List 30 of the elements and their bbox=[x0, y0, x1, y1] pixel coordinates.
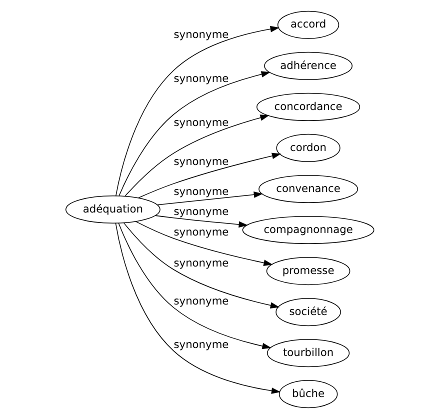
edge-label: synonyme bbox=[173, 256, 228, 270]
arrow bbox=[114, 222, 280, 394]
node-ellipse: adéquation bbox=[64, 195, 160, 224]
arrow bbox=[115, 26, 279, 196]
arrow bbox=[134, 221, 272, 266]
arrow bbox=[118, 222, 271, 350]
edge-label: synonyme bbox=[173, 338, 228, 351]
arrow bbox=[124, 114, 269, 196]
node-ellipse: tourbillon bbox=[266, 339, 350, 368]
arrow bbox=[154, 215, 248, 228]
edge-label: synonyme bbox=[173, 185, 228, 198]
node-ellipse: adhérence bbox=[264, 52, 352, 80]
edge-label: synonyme bbox=[173, 116, 228, 130]
node-ellipse: accord bbox=[276, 10, 339, 39]
edge-label: synonyme bbox=[173, 154, 228, 168]
node-ellipse: compagnonnage bbox=[242, 216, 374, 244]
arrow bbox=[122, 222, 280, 308]
node-ellipse: promesse bbox=[266, 256, 350, 286]
arrow bbox=[118, 71, 270, 196]
arrow bbox=[138, 152, 281, 198]
edge-label: synonyme bbox=[173, 28, 228, 41]
edge-label: synonyme bbox=[173, 72, 228, 86]
edge-label: synonyme bbox=[173, 204, 228, 218]
node-ellipse: société bbox=[275, 298, 340, 326]
arrow bbox=[156, 192, 262, 206]
node-ellipse: convenance bbox=[258, 174, 358, 204]
edge-label: synonyme bbox=[173, 225, 228, 238]
node-ellipse: cordon bbox=[276, 134, 340, 162]
node-ellipse: bûche bbox=[278, 380, 338, 408]
edge-label: synonyme bbox=[173, 294, 228, 308]
